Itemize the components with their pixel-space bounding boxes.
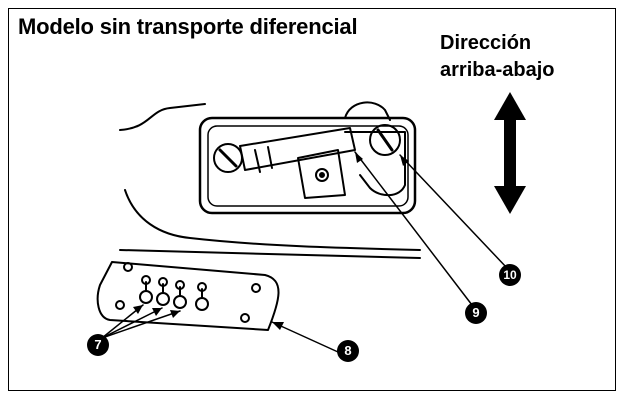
leader-arrowheads — [133, 152, 409, 330]
leader-9 — [354, 151, 473, 306]
left-screw-icon — [213, 143, 243, 173]
direction-label-line1: Dirección — [440, 32, 532, 54]
direction-label: Dirección arriba-abajo — [440, 30, 554, 84]
callout-7: 7 — [87, 334, 109, 356]
callout-8: 8 — [337, 340, 359, 362]
leader-7c — [101, 310, 181, 339]
connecting-rod — [239, 127, 356, 173]
plate-screw-icon — [173, 280, 187, 309]
plate-screw-icon — [195, 282, 209, 311]
up-down-arrow-icon — [494, 92, 526, 214]
right-screw-icon — [344, 124, 406, 197]
leader-7b — [101, 307, 163, 339]
cover-plate — [96, 261, 280, 331]
plate-screw-icon — [156, 277, 170, 306]
leader-10 — [399, 154, 508, 269]
machine-bed-outline — [119, 103, 421, 259]
plate-screws — [139, 275, 209, 311]
plate-screw-icon — [139, 275, 153, 304]
diagram-title: Modelo sin transporte diferencial — [18, 14, 358, 39]
callout-9: 9 — [465, 302, 487, 324]
callout-10: 10 — [499, 264, 521, 286]
leader-lines — [101, 151, 508, 353]
bar-hump — [344, 101, 391, 121]
mechanism-opening — [198, 116, 417, 215]
direction-label-line2: arriba-abajo — [440, 59, 555, 81]
leader-8 — [271, 321, 339, 353]
clamp-bracket — [297, 149, 346, 199]
